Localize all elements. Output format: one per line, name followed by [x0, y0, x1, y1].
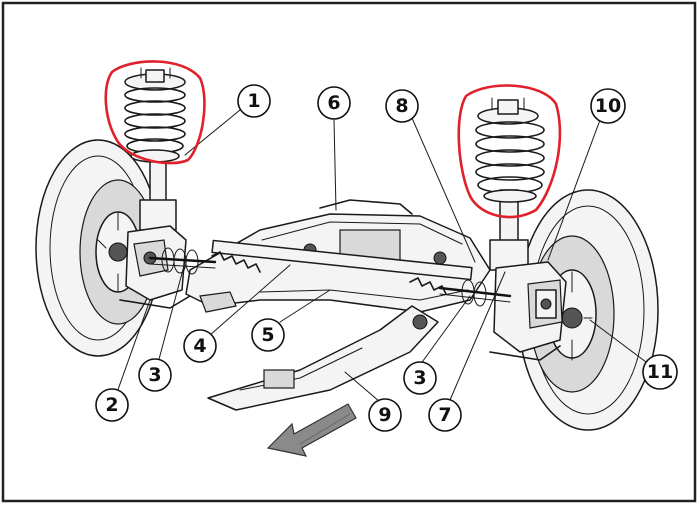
callout-4: 4: [183, 329, 217, 363]
callout-2: 2: [95, 388, 129, 422]
coil-spring-strut-right-icon: [475, 97, 545, 271]
callout-label: 3: [413, 367, 426, 389]
callout-7: 7: [428, 398, 462, 432]
callout-1: 1: [237, 84, 271, 118]
callout-label: 8: [395, 95, 408, 117]
callout-label: 7: [438, 404, 451, 426]
callout-11: 11: [642, 354, 678, 390]
callout-3-right: 3: [403, 361, 437, 395]
right-tire: [517, 189, 659, 431]
front-direction-arrow-icon: [266, 403, 357, 457]
coil-spring-strut-left-icon: [124, 67, 186, 231]
lower-arm: [207, 305, 439, 411]
callout-label: 4: [193, 335, 206, 357]
leader-lines: [114, 109, 647, 403]
callout-5: 5: [251, 318, 285, 352]
callout-9: 9: [368, 398, 402, 432]
callout-label: 1: [247, 90, 260, 112]
callout-8: 8: [385, 89, 419, 123]
callout-3-left: 3: [138, 358, 172, 392]
callout-label: 5: [261, 324, 274, 346]
callout-label: 2: [105, 394, 118, 416]
callout-label: 10: [595, 95, 621, 117]
highlight-right-spring: [457, 84, 562, 219]
callout-label: 9: [378, 404, 391, 426]
callout-10: 10: [590, 88, 626, 124]
half-shafts: [148, 247, 512, 307]
callout-label: 11: [647, 361, 673, 383]
callout-6: 6: [317, 86, 351, 120]
steering-rack: [211, 239, 473, 295]
callout-label: 6: [327, 92, 340, 114]
right-knuckle: [489, 261, 567, 361]
highlight-left-spring: [104, 60, 206, 165]
callout-label: 3: [148, 364, 161, 386]
